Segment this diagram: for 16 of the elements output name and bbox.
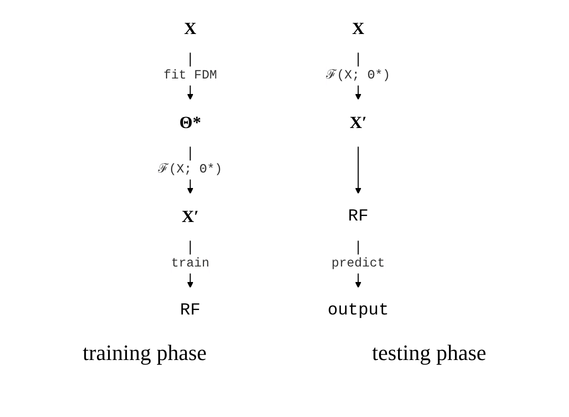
edge-label: train [172, 256, 210, 271]
node-text: X′ [350, 114, 368, 132]
phase-label: testing phase [372, 340, 486, 366]
arrow [356, 146, 362, 194]
node-text: RF [348, 207, 369, 226]
node-text: X [352, 20, 365, 38]
phase-label: training phase [82, 340, 207, 366]
node-text: Θ* [180, 114, 202, 132]
node-text: output [328, 301, 390, 320]
edge-label: ℱ(X; Θ*) [158, 162, 223, 177]
node-text: X′ [182, 208, 200, 226]
edge-label: ℱ(X; Θ*) [326, 68, 391, 83]
edge-label: fit FDM [164, 68, 218, 83]
node-text: RF [180, 301, 201, 320]
node-text: X [184, 20, 197, 38]
edge-label: predict [332, 256, 386, 271]
